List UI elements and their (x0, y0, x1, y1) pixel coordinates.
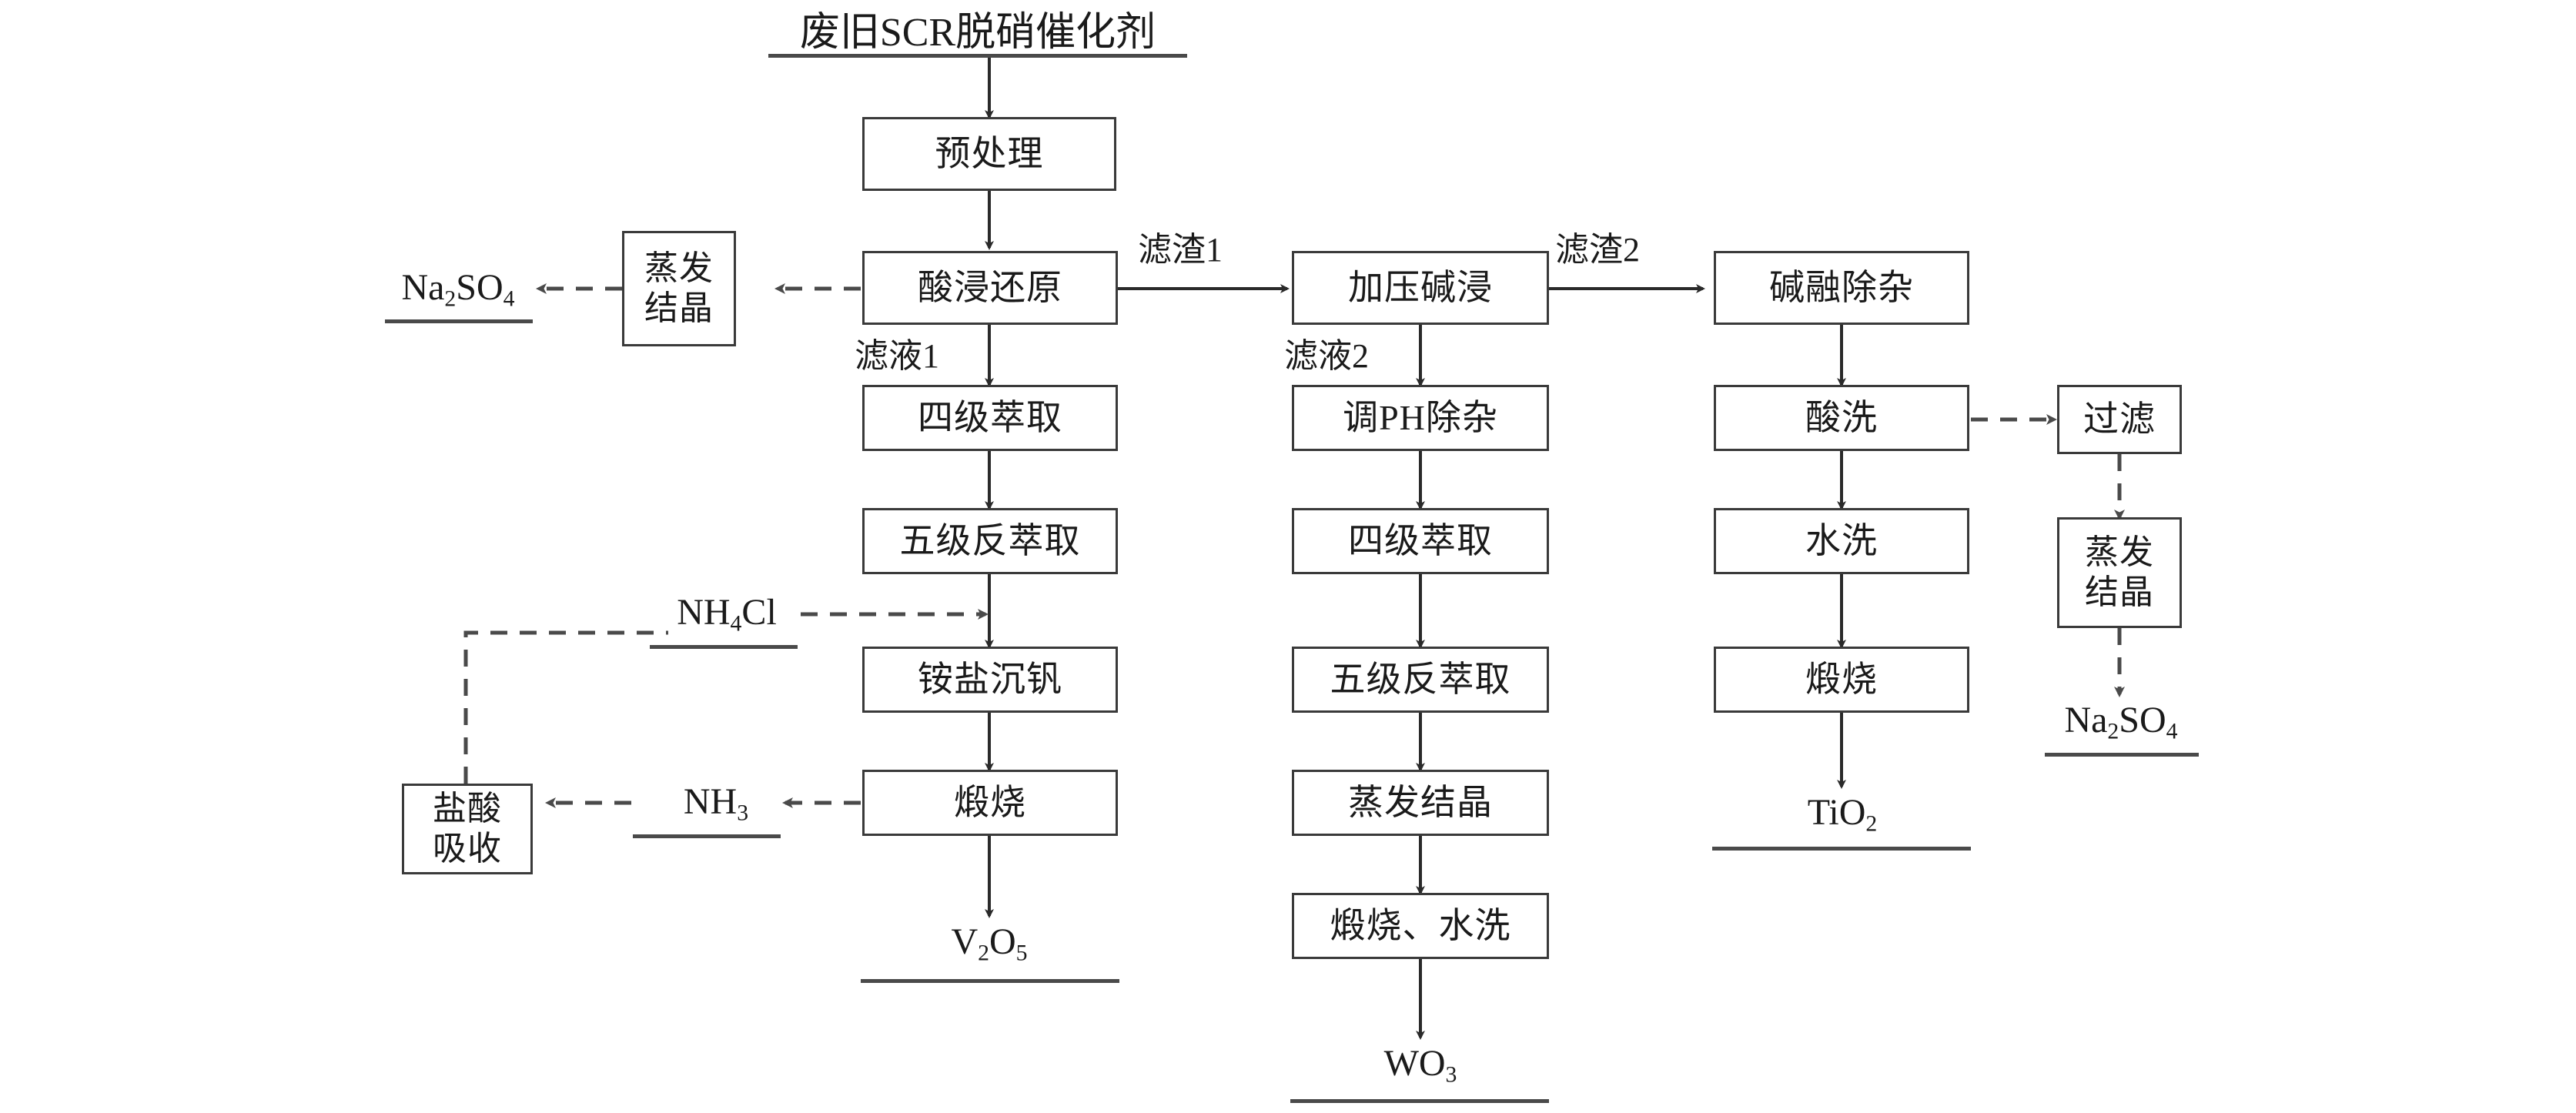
product-tio2: TiO2 (1761, 787, 1923, 842)
node-four-stage-extract-left[interactable]: 四级萃取 (862, 385, 1118, 451)
title-underline (768, 54, 1187, 58)
node-water-wash[interactable]: 水洗 (1714, 508, 1969, 574)
node-pretreat[interactable]: 预处理 (862, 117, 1116, 191)
underline-na2so4-left (385, 319, 533, 323)
node-evap-cryst-left[interactable]: 蒸发 结晶 (622, 231, 736, 346)
node-ammonium-precip-v[interactable]: 铵盐沉钒 (862, 647, 1118, 713)
node-five-stage-strip-left[interactable]: 五级反萃取 (862, 508, 1118, 574)
formula-na2so4-right: Na2SO4 (2064, 700, 2178, 744)
edge-label-residue1: 滤渣1 (1138, 231, 1223, 269)
underline-nh3 (633, 834, 781, 838)
node-acid-wash[interactable]: 酸洗 (1714, 385, 1969, 451)
formula-v2o5: V2O5 (951, 921, 1028, 966)
node-filter[interactable]: 过滤 (2057, 385, 2182, 454)
node-alkali-fusion-remove[interactable]: 碱融除杂 (1714, 251, 1969, 325)
edge-hclabsorb-to-nh4cl (463, 630, 668, 784)
product-na2so4-right: Na2SO4 (2040, 694, 2202, 750)
underline-na2so4-right (2045, 753, 2199, 757)
underline-nh4cl (650, 645, 798, 649)
node-hcl-absorb[interactable]: 盐酸 吸收 (402, 784, 533, 874)
edge-label-residue2: 滤渣2 (1555, 231, 1640, 269)
node-adjust-ph-remove[interactable]: 调PH除杂 (1292, 385, 1549, 451)
underline-wo3 (1290, 1099, 1549, 1103)
node-calcine-wash-mid[interactable]: 煅烧、水洗 (1292, 893, 1549, 959)
edge-label-filtrate2: 滤液2 (1284, 337, 1369, 375)
underline-tio2 (1712, 847, 1971, 851)
node-evap-cryst-right[interactable]: 蒸发 结晶 (2057, 517, 2182, 628)
node-acid-leach-reduce[interactable]: 酸浸还原 (862, 251, 1118, 325)
byproduct-nh3: NH3 (647, 776, 785, 831)
formula-nh4cl: NH4Cl (677, 592, 777, 637)
node-four-stage-extract-mid[interactable]: 四级萃取 (1292, 508, 1549, 574)
reagent-nh4cl: NH4Cl (651, 587, 802, 642)
formula-na2so4-left: Na2SO4 (401, 267, 515, 312)
formula-nh3: NH3 (683, 781, 749, 826)
node-five-stage-strip-mid[interactable]: 五级反萃取 (1292, 647, 1549, 713)
formula-wo3: WO3 (1383, 1043, 1457, 1088)
node-calcine-left[interactable]: 煅烧 (862, 770, 1118, 836)
node-pressure-alkali-leach[interactable]: 加压碱浸 (1292, 251, 1549, 325)
node-evap-cryst-mid[interactable]: 蒸发结晶 (1292, 770, 1549, 836)
underline-v2o5 (861, 979, 1119, 983)
formula-tio2: TiO2 (1807, 792, 1878, 837)
product-na2so4-left: Na2SO4 (377, 262, 539, 317)
node-calcine-right[interactable]: 煅烧 (1714, 647, 1969, 713)
page-title: 废旧SCR脱硝催化剂 (799, 10, 1156, 55)
product-v2o5: V2O5 (908, 916, 1070, 971)
edge-label-filtrate1: 滤液1 (855, 337, 939, 375)
product-wo3: WO3 (1340, 1038, 1501, 1093)
